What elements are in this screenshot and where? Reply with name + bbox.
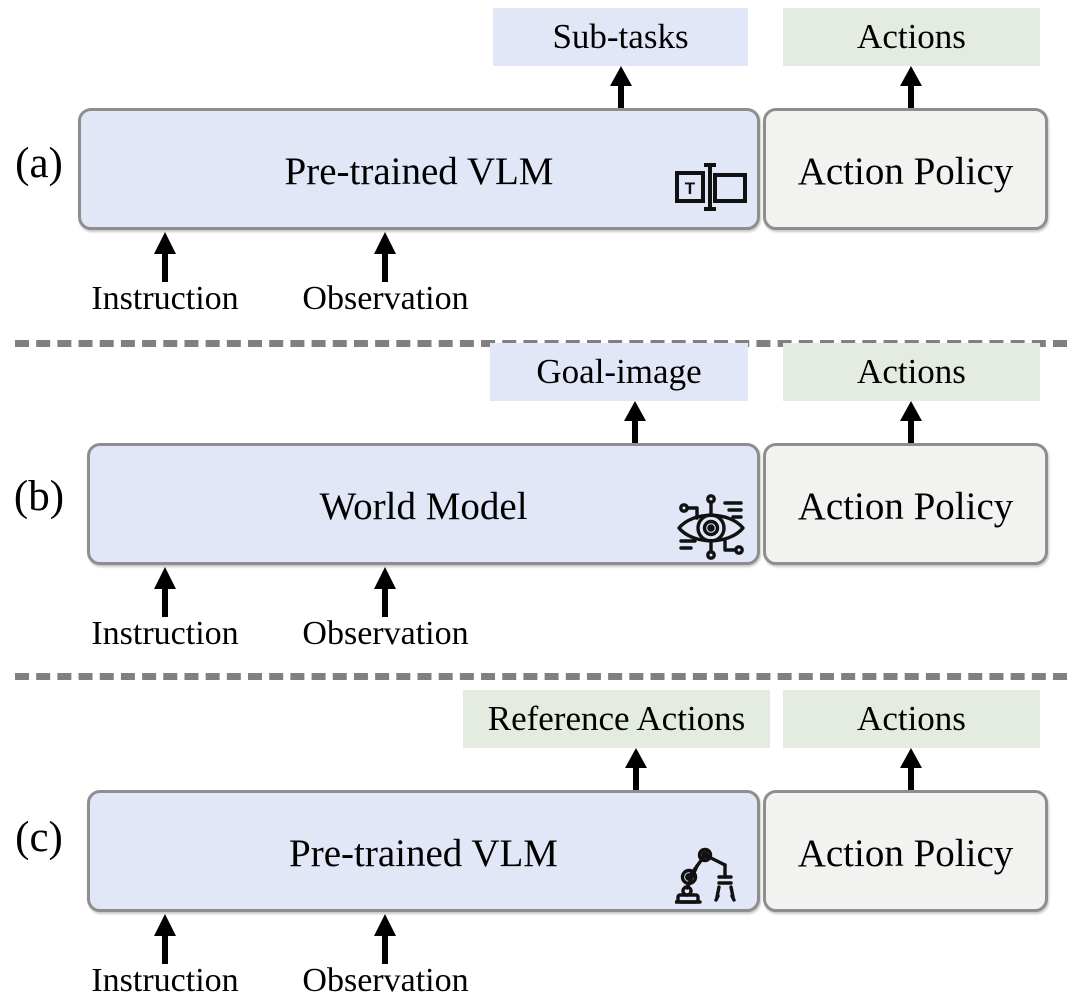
panel-b: (b) Goal-image Actions World Model xyxy=(0,333,1080,680)
model-block-b: World Model xyxy=(87,443,760,565)
arrow-policy-to-output-c xyxy=(898,748,924,790)
input-label-observation-c: Observation xyxy=(302,962,469,999)
panel-index-label-c: (c) xyxy=(15,814,63,861)
arrow-policy-to-output-a xyxy=(898,66,924,108)
policy-block-label-a: Action Policy xyxy=(797,150,1014,193)
policy-output-chip-b: Actions xyxy=(783,343,1040,401)
input-label-instruction-c: Instruction xyxy=(91,962,239,999)
panel-separator-b-c xyxy=(15,673,1067,680)
policy-block-label-b: Action Policy xyxy=(797,485,1014,528)
arrow-observation-a xyxy=(372,232,398,282)
svg-text:T: T xyxy=(685,179,696,198)
input-label-observation-b: Observation xyxy=(302,615,469,652)
policy-block-a: Action Policy xyxy=(763,108,1048,230)
arrow-model-to-output-a xyxy=(608,66,634,108)
model-block-c: Pre-trained VLM xyxy=(87,790,760,912)
input-label-observation-a: Observation xyxy=(302,280,469,317)
model-block-label-b: World Model xyxy=(319,485,528,528)
panel-c: (c) Reference Actions Actions Pre-traine… xyxy=(0,666,1080,999)
model-output-chip-c: Reference Actions xyxy=(463,690,770,748)
model-block-label-a: Pre-trained VLM xyxy=(284,150,554,193)
policy-block-c: Action Policy xyxy=(763,790,1048,912)
panel-a: (a) Sub-tasks Actions Pre-trained VLM T … xyxy=(0,0,1080,347)
arrow-model-to-output-c xyxy=(623,748,649,790)
panel-index-label-a: (a) xyxy=(15,140,63,187)
model-output-chip-b: Goal-image xyxy=(490,343,748,401)
model-block-label-c: Pre-trained VLM xyxy=(289,832,558,875)
arrow-observation-c xyxy=(372,914,398,964)
input-label-instruction-b: Instruction xyxy=(91,615,239,652)
model-block-a: Pre-trained VLM T xyxy=(78,108,760,230)
policy-block-label-c: Action Policy xyxy=(797,832,1014,875)
text-cursor-icon: T xyxy=(675,163,747,211)
arrow-instruction-b xyxy=(152,567,178,617)
cyber-eye-icon xyxy=(677,494,745,560)
arrow-model-to-output-b xyxy=(622,401,648,443)
arrow-policy-to-output-b xyxy=(898,401,924,443)
policy-output-chip-a: Actions xyxy=(783,8,1040,66)
arrow-instruction-c xyxy=(152,914,178,964)
input-label-instruction-a: Instruction xyxy=(91,280,239,317)
panel-index-label-b: (b) xyxy=(13,473,65,520)
model-output-chip-a: Sub-tasks xyxy=(493,8,748,66)
arrow-observation-b xyxy=(372,567,398,617)
policy-output-chip-c: Actions xyxy=(783,690,1040,748)
policy-block-b: Action Policy xyxy=(763,443,1048,565)
robot-arm-icon xyxy=(675,847,736,904)
arrow-instruction-a xyxy=(152,232,178,282)
